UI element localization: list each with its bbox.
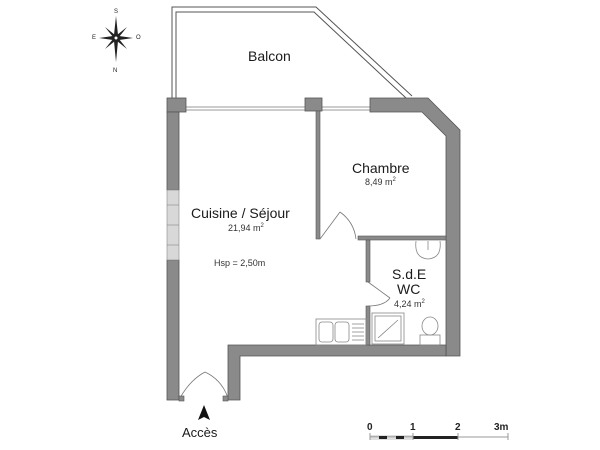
bathroom-door [367,281,391,307]
kitchen-sink-icon [315,318,367,346]
room-sde-area: 4,24 m2 [394,299,425,309]
entrance-label: Accès [182,425,218,440]
entrance-door [179,371,229,399]
room-balcon-name: Balcon [248,48,291,64]
room-sejour-height-note: Hsp = 2,50m [214,258,266,268]
room-chambre-area: 8,49 m2 [365,177,396,187]
scale-bar [369,433,509,440]
scale-tick-0: 0 [367,422,373,433]
entrance-door-jambs [178,395,229,402]
scale-tick-1: 1 [410,422,416,433]
balcony-railing [171,6,413,100]
entrance-arrow-icon [198,405,210,420]
compass-west-label: O [136,35,141,41]
toilet-icon [419,316,441,346]
compass-east-label: E [92,35,97,41]
windows-top [186,106,370,111]
bedroom-door [319,211,357,240]
compass-south-label: S [114,9,119,15]
compass-north-label: N [113,68,118,74]
scale-tick-3m: 3m [494,422,509,433]
room-sejour-area: 21,94 m2 [228,223,264,233]
room-chambre-name: Chambre [352,160,410,176]
washbasin-icon [415,240,441,260]
compass-icon [99,16,133,62]
room-sde-name-line2: WC [397,281,421,297]
shower-icon [371,312,405,345]
partitions [315,110,447,346]
room-sejour-name: Cuisine / Séjour [191,205,290,221]
window-left [166,189,180,261]
room-sde-name-line1: S.d.E [392,266,427,282]
scale-tick-2: 2 [455,422,461,433]
walls [166,97,461,401]
